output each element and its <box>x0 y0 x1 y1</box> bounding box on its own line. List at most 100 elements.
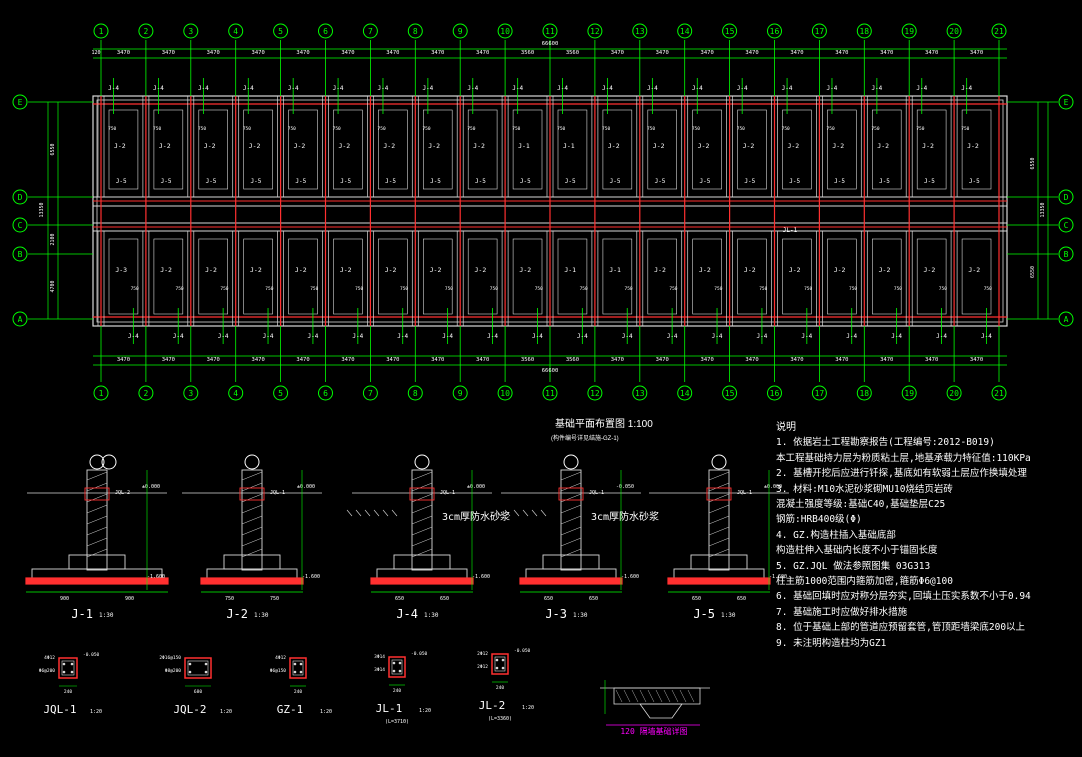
hatch <box>241 515 263 525</box>
room-outline-top <box>557 109 588 190</box>
small-dim: 750 <box>647 126 655 132</box>
edge-label-top: J-4 <box>467 85 478 92</box>
section-scale: 1:30 <box>254 612 269 619</box>
row-bubble-left <box>12 217 28 233</box>
note-line: 本工程基础持力层为粉质粘土层,地基承载力特征值:110KPa <box>776 452 1031 464</box>
axis-bubble-bot <box>946 385 962 401</box>
axis-bubble-bot <box>407 385 423 401</box>
edge-label-top: J-4 <box>153 85 164 92</box>
design-notes: 说明 1. 依据岩土工程勘察报告(工程编号:2012-B019) 本工程基础持力… <box>776 420 1076 651</box>
span-dim-bot: 3470 <box>296 357 309 363</box>
detail-scale: 1:20 <box>419 708 431 714</box>
axis-number-top: 17 <box>815 27 825 36</box>
small-dim: 750 <box>535 286 543 292</box>
small-dim: 750 <box>422 126 430 132</box>
span-dim-bot: 3470 <box>117 357 130 363</box>
hatch <box>708 526 730 536</box>
row-bubble-right <box>1058 246 1074 262</box>
footing-label-top: J-2 <box>383 142 395 150</box>
small-dim: 750 <box>265 286 273 292</box>
earth-hatch <box>513 509 520 517</box>
span-dim-top: 3470 <box>880 50 893 56</box>
span-dim-bot: 3470 <box>745 357 758 363</box>
span-dim-top: 3470 <box>790 50 803 56</box>
footing-label-mid: J-5 <box>610 178 621 185</box>
axis-number-top: 9 <box>458 27 463 36</box>
span-dim-bot: 3470 <box>207 357 220 363</box>
hatch <box>411 471 433 481</box>
footing-label-mid: J-5 <box>250 178 261 185</box>
detail-width: 240 <box>496 685 504 691</box>
section-scale: 1:30 <box>721 612 736 619</box>
detail-section <box>58 657 78 679</box>
row-letter-right: A <box>1064 315 1069 324</box>
axis-number-bot: 6 <box>323 389 328 398</box>
top-elev: ±0.000 <box>764 484 782 490</box>
footing-label-mid: J-5 <box>475 178 486 185</box>
wd-hatch <box>631 689 639 703</box>
hatch <box>411 537 433 547</box>
ground-beam <box>239 487 265 501</box>
bottom-elev: -1.600 <box>147 574 165 580</box>
footing-label-mid: J-5 <box>924 178 935 185</box>
span-dim-top: 3470 <box>701 50 714 56</box>
footing-label-mid: J-5 <box>385 178 396 185</box>
row-bubble-left <box>12 311 28 327</box>
base-dim: 650 <box>395 596 404 602</box>
span-dim-bot: 3470 <box>835 357 848 363</box>
small-dim: 750 <box>714 286 722 292</box>
edge-label-bot: J-4 <box>801 333 812 340</box>
footing-label-mid: J-5 <box>789 178 800 185</box>
detail-section <box>388 656 406 678</box>
small-dim: 750 <box>692 126 700 132</box>
footing-label-bot: J-2 <box>699 266 711 274</box>
axis-bubble-top <box>856 23 872 39</box>
base-dim: 900 <box>125 596 134 602</box>
footing-label-top: J-2 <box>832 142 844 150</box>
foundation-plan <box>12 23 1074 401</box>
axis-number-top: 16 <box>770 27 780 36</box>
axis-number-bot: 5 <box>278 389 283 398</box>
room-outline-bot <box>422 238 453 315</box>
axis-bubble-bot <box>767 385 782 401</box>
footing-label-top: J-2 <box>114 142 126 150</box>
footing-label-bot: J-2 <box>654 266 666 274</box>
note-line: 5. GZ.JQL 做法参照图集 03G313 <box>776 560 931 572</box>
small-dim: 750 <box>894 286 902 292</box>
axis-number-top: 19 <box>904 27 914 36</box>
hatch <box>241 504 263 514</box>
hatch <box>708 471 730 481</box>
axis-bubble-bot <box>856 385 872 401</box>
wall-stem <box>241 469 263 571</box>
small-dim: 750 <box>871 126 879 132</box>
span-dim-bot: 3560 <box>521 357 534 363</box>
edge-label-top: J-4 <box>557 85 568 92</box>
axis-bubble-top <box>138 23 154 39</box>
room-outline-bot <box>512 238 543 315</box>
detail-section <box>184 657 212 679</box>
axis-number-bot: 19 <box>904 389 914 398</box>
base-dim: 900 <box>60 596 69 602</box>
edge-label-bot: J-4 <box>128 333 139 340</box>
plan-subtitle: (构件编号详见结施-GZ-1) <box>551 434 619 442</box>
hatch <box>708 504 730 514</box>
beam-label: JQL-1 <box>589 490 604 496</box>
footing-label-mid: J-5 <box>699 178 710 185</box>
wd-hatch <box>671 689 679 703</box>
earth-hatch <box>531 509 538 517</box>
room-outline-bot <box>108 238 139 315</box>
small-dim: 750 <box>961 126 969 132</box>
room-outline-top <box>333 109 363 190</box>
span-dim-top: 3470 <box>745 50 758 56</box>
edge-label-bot: J-4 <box>173 333 184 340</box>
section-name: J-4 <box>396 607 418 621</box>
top-elev: ±0.000 <box>142 484 160 490</box>
footing-label-bot: J-2 <box>205 266 217 274</box>
footing-label-bot: J-2 <box>430 266 442 274</box>
hatch <box>86 515 108 525</box>
room-outline-top <box>108 109 139 190</box>
detail-width: 240 <box>393 688 401 694</box>
